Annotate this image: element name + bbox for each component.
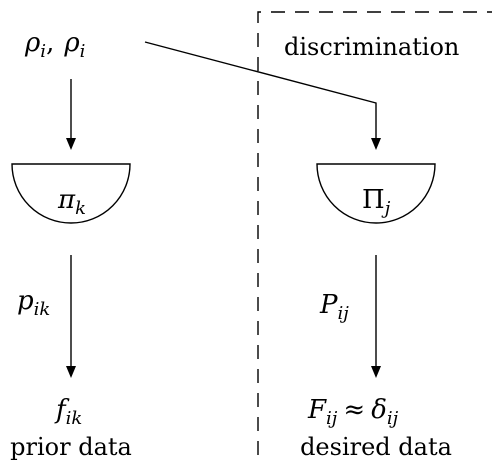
right-measurement-label: Πj — [362, 185, 391, 219]
right-result-label: Fij≈δij — [307, 395, 399, 429]
delta-subscript: ij — [387, 408, 399, 429]
capital-p-subscript: ij — [338, 303, 350, 324]
capital-pi-symbol: Π — [362, 185, 385, 215]
capital-pi-subscript: j — [381, 198, 391, 219]
right-probability-label: Pij — [319, 290, 349, 324]
p-symbol: p — [17, 286, 34, 316]
capital-p-symbol: P — [319, 290, 338, 320]
rho-subscript-1: i — [40, 41, 46, 62]
rho-subscript-2: i — [80, 41, 86, 62]
right-caption: desired data — [300, 433, 452, 461]
rho-symbol-2: ρ — [63, 28, 80, 58]
f-subscript: ik — [66, 408, 83, 429]
pi-symbol: π — [57, 185, 76, 215]
capital-f-symbol: F — [307, 395, 327, 425]
left-result-label: fik — [54, 395, 82, 429]
arrowhead-left-measurement — [66, 138, 76, 150]
discrimination-label: discrimination — [284, 33, 459, 61]
approx-symbol: ≈ — [343, 395, 365, 425]
rho-symbol-1: ρ — [24, 28, 41, 58]
pi-subscript: k — [75, 198, 86, 219]
right-measurement-device — [316, 163, 436, 224]
arrowhead-left-result — [66, 366, 76, 378]
left-probability-label: pik — [17, 286, 50, 320]
left-caption: prior data — [10, 433, 132, 461]
discrimination-region-boundary — [257, 11, 492, 455]
left-measurement-device — [11, 163, 131, 224]
arrowhead-right-result — [371, 366, 381, 378]
arrow-state-to-right-measurement — [144, 41, 377, 140]
left-measurement-label: πk — [57, 185, 86, 219]
arrowhead-right-measurement — [371, 138, 381, 150]
capital-f-subscript: ij — [326, 408, 338, 429]
source-comma: , — [46, 28, 54, 58]
p-subscript: ik — [34, 299, 51, 320]
source-state-label: ρi,ρi — [24, 28, 85, 62]
delta-symbol: δ — [371, 395, 387, 425]
